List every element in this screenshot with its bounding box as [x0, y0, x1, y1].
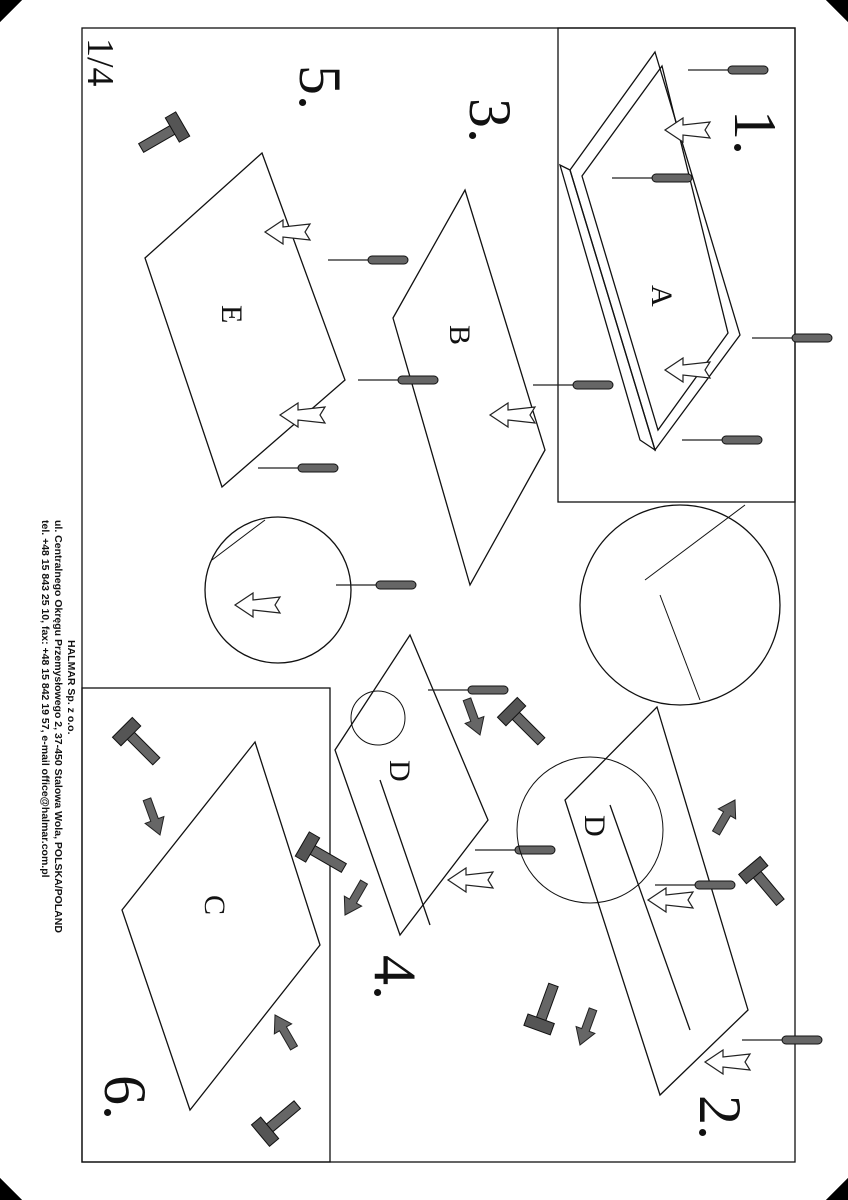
step-5-label: 5.	[287, 65, 353, 110]
part-a-label: A	[645, 285, 678, 307]
step-3-label: 3.	[457, 98, 523, 143]
company-address: ul. Centralnego Okręgu Przemysłowego 2, …	[52, 520, 64, 933]
outer-frame	[81, 27, 796, 1163]
part-d-label: D	[383, 760, 416, 782]
company-contact: tel. +48 15 843 25 10, fax: +48 15 842 1…	[39, 520, 51, 878]
part-b-panel	[392, 188, 546, 587]
part-a-frame	[558, 50, 741, 452]
detail-circle-left	[204, 516, 352, 664]
company-name: HALMAR Sp. z o.o.	[65, 640, 77, 735]
detail-circle-right	[579, 504, 781, 706]
step-2-label: 2.	[687, 1095, 753, 1140]
part-e-panel	[144, 151, 346, 489]
step-4-label: 4.	[362, 955, 428, 1000]
part-c-label: C	[198, 895, 231, 915]
step6-frame	[81, 687, 331, 1163]
step1-frame	[557, 27, 796, 503]
step-1-label: 1.	[722, 110, 788, 155]
part-d-panel-step4	[334, 633, 489, 937]
part-d-label: D	[578, 815, 611, 837]
step-6-label: 6.	[92, 1075, 158, 1120]
part-b-label: B	[443, 325, 476, 345]
part-c-panel	[121, 740, 321, 1112]
part-e-label: E	[215, 305, 248, 323]
page-number: 1/4	[79, 38, 121, 87]
